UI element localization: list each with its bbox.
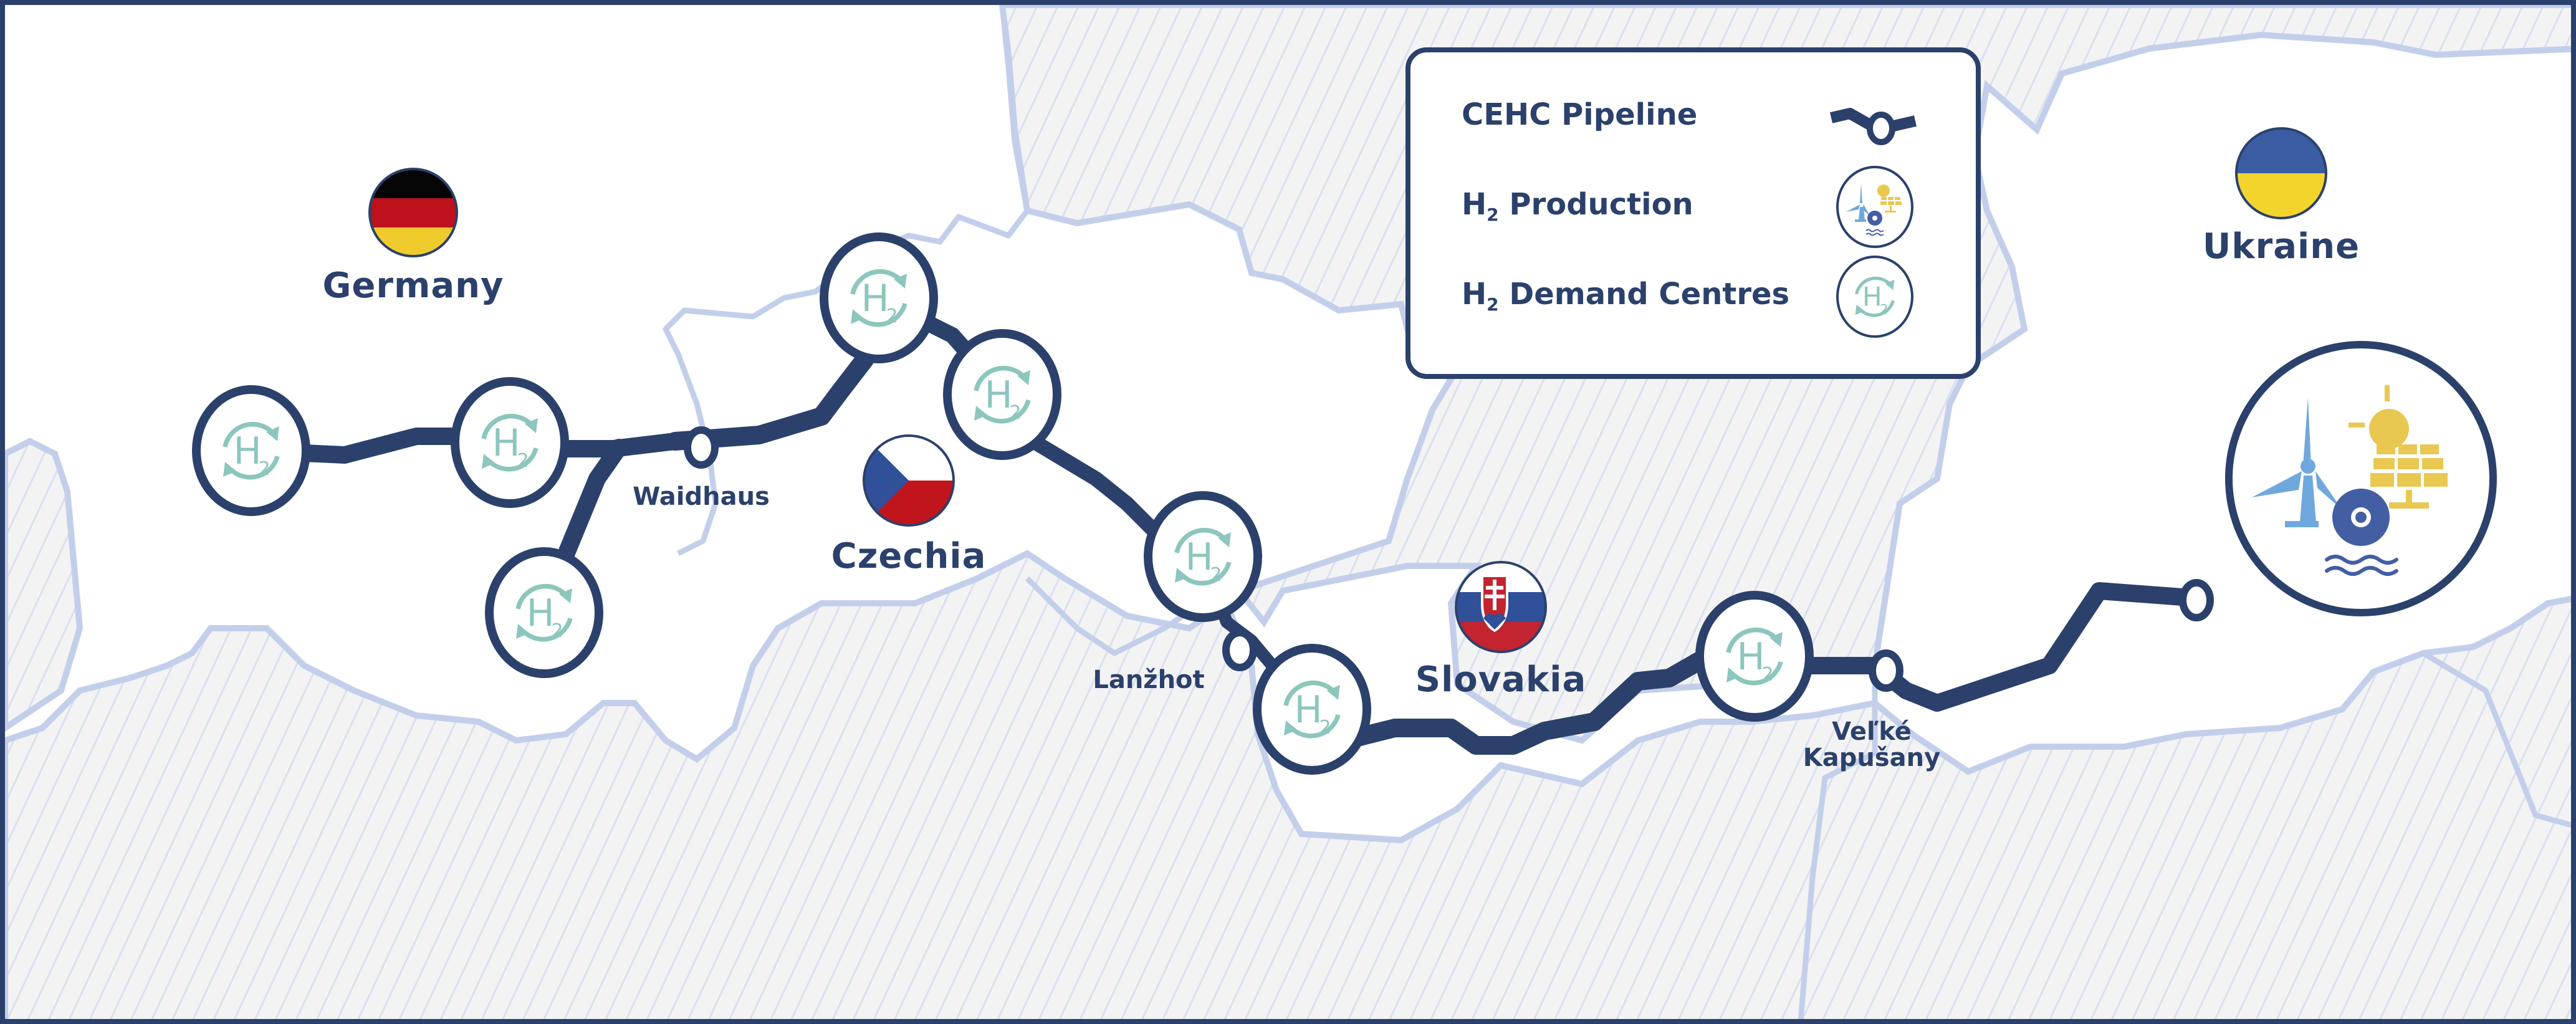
germany-flag	[368, 168, 458, 257]
wind-turbine-icon	[2252, 398, 2342, 527]
legend-item-production: H2 Production	[1462, 187, 1693, 225]
ukraine-flag	[2235, 127, 2327, 219]
sun-icon	[2349, 385, 2409, 449]
h2-demand-centre-icon	[943, 329, 1061, 460]
country-label-ukraine: Ukraine	[2202, 226, 2360, 267]
station-label-lanzhot: Lanžhot	[1093, 666, 1205, 694]
legend-box: CEHC Pipeline H2 Production H2 Demand Ce…	[1405, 47, 1981, 379]
country-label-czechia: Czechia	[831, 536, 987, 577]
station-label-line1: Veľké	[1832, 717, 1912, 746]
pipeline-segment-icon	[1829, 108, 1917, 145]
h2-demand-centre-icon	[1253, 644, 1371, 775]
country-label-slovakia: Slovakia	[1415, 659, 1587, 700]
pipeline-junctions	[684, 426, 2214, 692]
h2-demand-centre-icon	[451, 377, 569, 508]
legend-item-pipeline: CEHC Pipeline	[1462, 97, 1697, 132]
renewable-production-legend-icon	[1836, 166, 1913, 248]
h2-demand-centre-icon	[192, 385, 310, 516]
waidhaus-junction	[684, 426, 719, 469]
slovakia-flag	[1455, 561, 1547, 653]
h2-demand-centres	[192, 232, 1814, 775]
h2-demand-legend-icon	[1836, 256, 1913, 338]
country-label-germany: Germany	[322, 266, 504, 306]
pipeline-endpoint	[2179, 579, 2214, 621]
legend-label-pipeline: CEHC Pipeline	[1462, 97, 1698, 132]
hydro-turbine-icon	[2332, 489, 2390, 546]
station-label-line2: Kapušany	[1803, 744, 1941, 772]
station-label-velke-kapusany: Veľké Kapušany	[1803, 719, 1940, 771]
h2-demand-centre-icon	[1695, 591, 1814, 722]
h2-demand-centre-icon	[485, 547, 603, 678]
velke-kapusany-junction	[1869, 649, 1903, 692]
czechia-flag	[863, 434, 955, 527]
map-canvas: H 2	[5, 5, 2571, 1019]
legend-item-demand: H2 Demand Centres	[1462, 277, 1790, 315]
renewable-production-icon	[2225, 341, 2497, 616]
lanzhot-junction	[1222, 629, 1257, 671]
h2-demand-centre-icon	[1144, 491, 1262, 622]
water-waves-icon	[2325, 555, 2398, 576]
h2-demand-centre-icon	[820, 232, 938, 363]
station-label-waidhaus: Waidhaus	[633, 482, 770, 511]
solar-panel-icon	[2370, 444, 2448, 509]
neighbour-regions	[5, 5, 2571, 1019]
